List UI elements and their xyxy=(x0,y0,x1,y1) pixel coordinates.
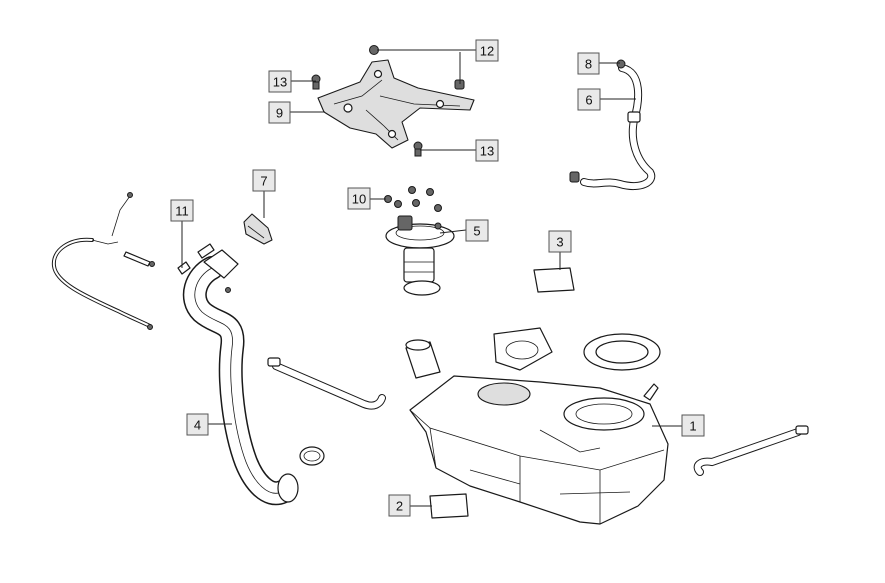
fuel-hose-center xyxy=(267,357,386,410)
callout-4-label: 4 xyxy=(194,418,201,433)
callout-12: 12 xyxy=(475,39,499,62)
callout-11-label: 11 xyxy=(175,204,189,219)
callout-6-label: 6 xyxy=(585,93,592,108)
callout-13b-label: 13 xyxy=(480,144,494,159)
callout-13a-label: 13 xyxy=(273,75,287,90)
vent-clip xyxy=(643,383,659,401)
vent-line-assembly xyxy=(51,192,155,330)
part-11-clip xyxy=(177,261,191,275)
callout-13a: 13 xyxy=(268,70,292,93)
callout-8-label: 8 xyxy=(585,57,592,72)
callout-7-label: 7 xyxy=(260,174,267,189)
callout-9-label: 9 xyxy=(276,106,283,121)
callout-6: 6 xyxy=(577,88,601,111)
part-10-bolt xyxy=(384,186,442,212)
pump-lock-ring xyxy=(583,333,661,371)
part-9-mounting-bracket xyxy=(317,59,475,149)
callout-3-label: 3 xyxy=(556,235,563,250)
callout-9: 9 xyxy=(268,101,291,124)
part-7-heat-shield xyxy=(243,213,273,245)
callout-2-label: 2 xyxy=(396,499,403,514)
callout-3: 3 xyxy=(548,230,572,253)
callout-1: 1 xyxy=(681,414,705,437)
callout-1-label: 1 xyxy=(689,419,696,434)
callout-5-label: 5 xyxy=(473,224,480,239)
part-3-label xyxy=(533,267,575,293)
callout-12-label: 12 xyxy=(480,44,494,59)
callout-7: 7 xyxy=(252,169,276,192)
part-1-fuel-tank xyxy=(409,375,669,525)
hose-clamp xyxy=(299,446,325,466)
callout-8: 8 xyxy=(577,52,600,75)
part-2-label xyxy=(429,493,469,519)
callout-5: 5 xyxy=(465,219,489,242)
callout-10: 10 xyxy=(347,187,371,210)
part-6-vent-hose xyxy=(569,64,656,191)
part-5-fuel-pump-module xyxy=(385,215,455,296)
callout-10-label: 10 xyxy=(352,192,366,207)
callout-2: 2 xyxy=(388,494,411,517)
pump-sleeve xyxy=(405,339,441,379)
pump-gasket xyxy=(493,327,553,371)
fuel-hose-right xyxy=(693,425,809,476)
callout-11: 11 xyxy=(170,199,194,222)
callout-13b: 13 xyxy=(475,139,499,162)
part-13-bolt xyxy=(311,74,423,157)
part-4-filler-neck xyxy=(182,243,299,506)
part-8-clip xyxy=(616,59,626,69)
callout-4: 4 xyxy=(186,413,209,436)
leader-lines xyxy=(181,49,682,507)
